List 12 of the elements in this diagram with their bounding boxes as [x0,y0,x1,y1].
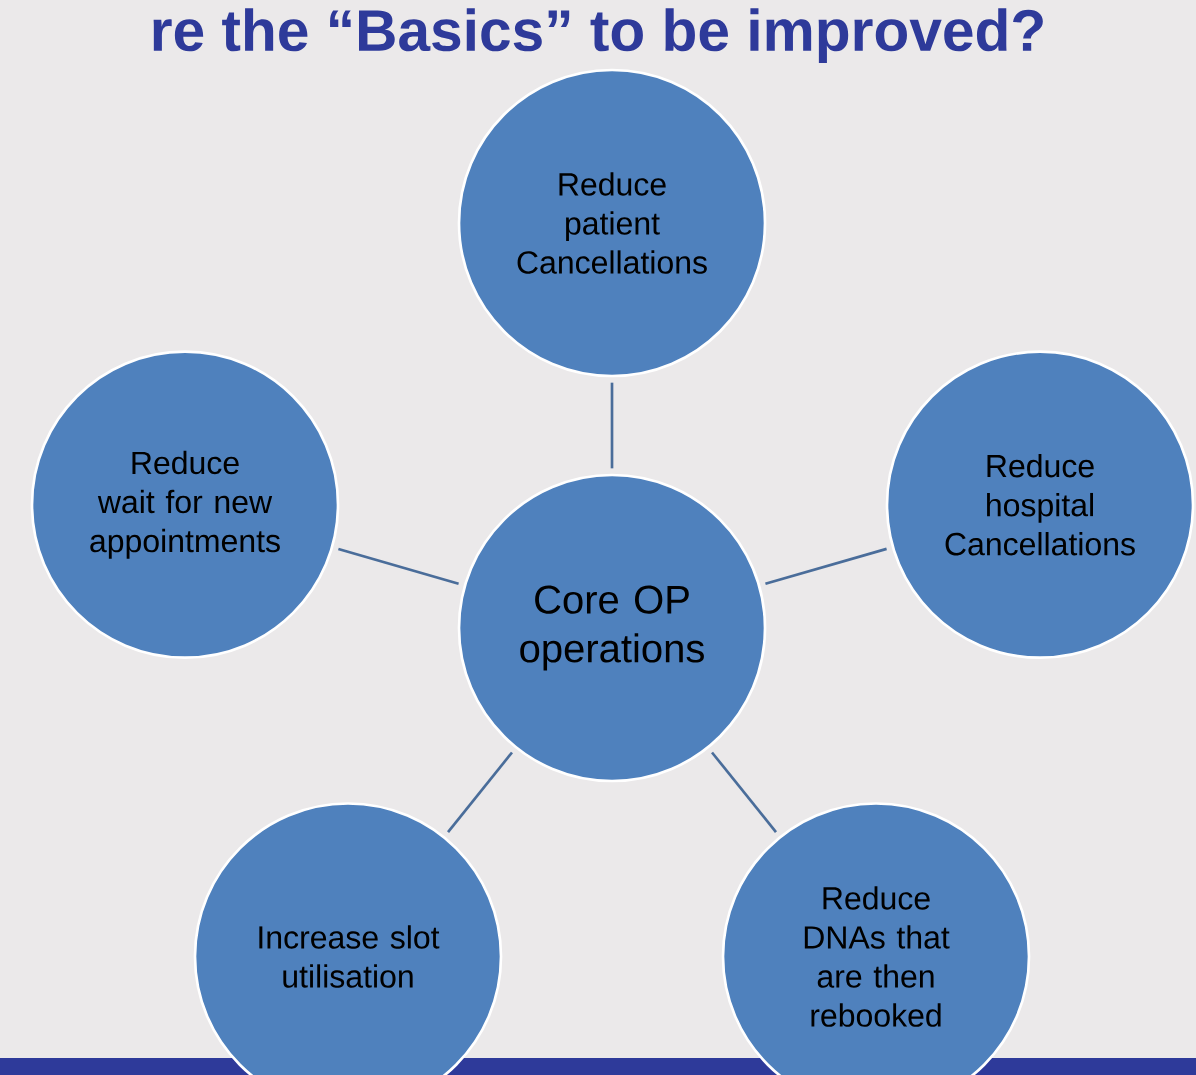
title: re the “Basics” to be improved? [153,8,1043,63]
circle-node: Reduce hospital Cancellations [885,350,1195,660]
circle-node: Reduce patient Cancellations [457,68,767,378]
connector-line [610,382,614,469]
connector-line [765,547,887,586]
circle-node: Increase slot utilisation [193,802,503,1075]
circle-node: Core OP operations [457,473,767,783]
circle-node: Reduce wait for new appointments [30,350,340,660]
connector-line [446,751,514,833]
circle-node: Reduce DNAs that are then rebooked [721,802,1031,1075]
connector-line [338,547,459,585]
connector-line [711,751,778,833]
